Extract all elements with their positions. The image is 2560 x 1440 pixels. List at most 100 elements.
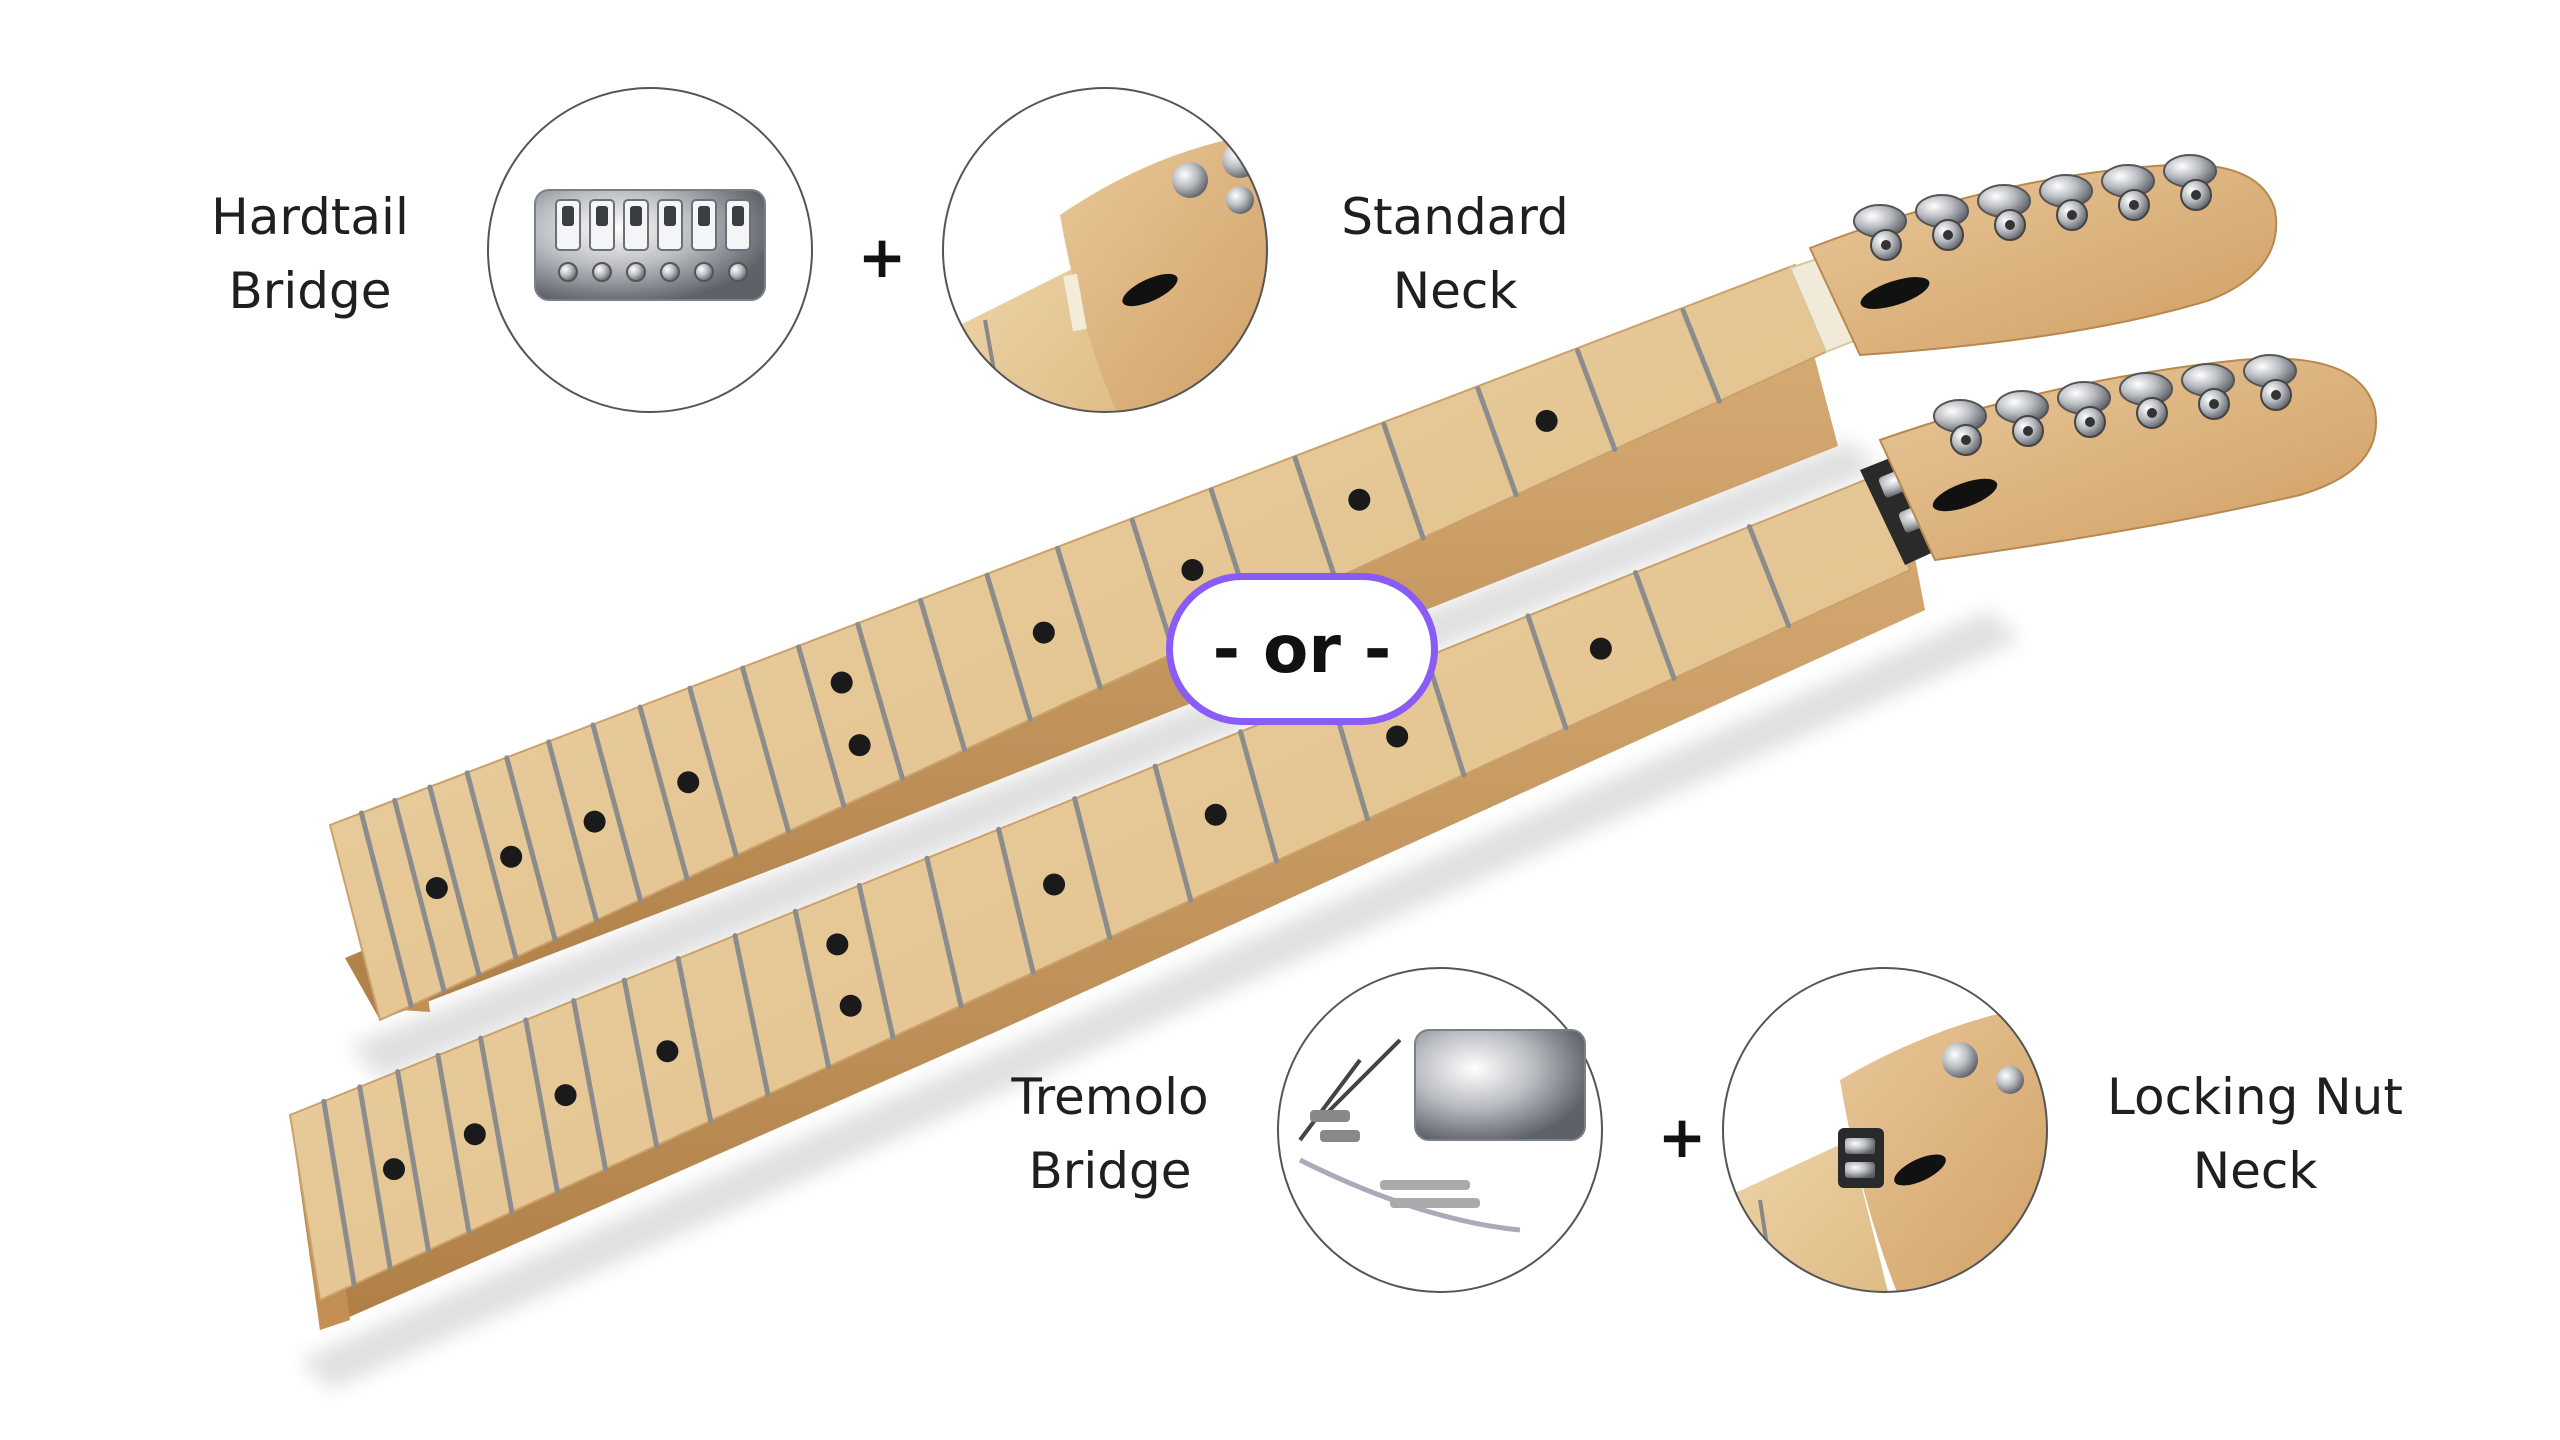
locking-nut-neck <box>288 354 2378 1330</box>
fret-wire <box>1381 421 1426 541</box>
hardtail-bridge-label-line1: Hardtail <box>211 188 409 246</box>
fret-wire <box>1575 348 1618 452</box>
fret-wire <box>1237 729 1280 864</box>
fret-wire <box>546 739 599 923</box>
fret-wire <box>621 977 660 1149</box>
fret-marker-dot <box>1535 409 1558 432</box>
fret-wire <box>504 755 558 942</box>
fret-wire <box>395 1069 431 1253</box>
fret-wire <box>435 1052 472 1235</box>
hardtail-bridge-label: Hardtail Bridge <box>180 180 440 328</box>
tremolo-screws <box>1310 1110 1480 1208</box>
standard-neck-circle <box>942 87 1268 413</box>
fret-wire <box>918 597 968 753</box>
saddle-screw <box>694 262 714 282</box>
locking-nut-neck-circle <box>1722 967 2048 1293</box>
saddle-slot <box>698 206 710 226</box>
fret-wire <box>427 784 482 977</box>
fret-wire <box>590 722 643 903</box>
fret-marker-dot <box>830 671 853 694</box>
fret-wire <box>924 855 964 1009</box>
tuner-post-hole <box>2191 190 2201 200</box>
plus-sign-bottom: + <box>1657 1103 1707 1171</box>
fret-marker-dot <box>554 1084 577 1107</box>
tuners <box>1933 354 2297 456</box>
saddle-slot <box>596 206 608 226</box>
fret-wire <box>1055 545 1103 690</box>
fret-marker-dot <box>826 933 849 956</box>
fret-marker-dot <box>1181 558 1204 581</box>
tuner-post-hole <box>2271 390 2281 400</box>
fret-marker-dot <box>1043 873 1066 896</box>
tremolo-bridge-label: Tremolo Bridge <box>980 1060 1240 1208</box>
fret-marker-dot <box>583 810 606 833</box>
saddle-slot <box>664 206 676 226</box>
or-separator-text: - or - <box>1212 610 1392 688</box>
locking-nut-neck-label-line1: Locking Nut <box>2107 1068 2403 1126</box>
fret-markers <box>425 409 1558 900</box>
tuner-post-hole <box>2067 210 2077 220</box>
saddle-slot <box>732 206 744 226</box>
locking-nut-neck-label-line2: Neck <box>2192 1142 2318 1200</box>
saddle-slot <box>562 206 574 226</box>
fret-wire <box>855 621 905 782</box>
truss-rod-access <box>1860 277 1930 309</box>
fret-wire <box>392 797 447 993</box>
fret-wire <box>740 665 791 834</box>
tuner-post-hole <box>2147 408 2157 418</box>
tuner-post-hole <box>2023 426 2033 436</box>
fret-wire <box>571 998 608 1172</box>
fret-marker-dot <box>656 1040 679 1063</box>
fret-wire <box>1475 386 1519 498</box>
fret-marker-dot <box>848 734 871 757</box>
fret-wire <box>687 685 739 858</box>
fret-wire <box>984 572 1033 722</box>
fret-wire <box>792 908 832 1070</box>
tuner-post-hole <box>2209 399 2219 409</box>
fret-wire <box>464 770 519 960</box>
tremolo-bridge-label-line1: Tremolo <box>1011 1068 1209 1126</box>
saddle-screw <box>558 262 578 282</box>
fret-marker-dot <box>677 771 700 794</box>
standard-neck-label-line1: Standard <box>1341 188 1569 246</box>
fret-wire <box>732 933 771 1097</box>
fret-marker-dot <box>463 1123 486 1146</box>
plus-sign-top: + <box>857 223 907 291</box>
bridge-saddles <box>555 199 751 282</box>
neck-shadow-bottom <box>300 610 2020 1390</box>
fret-marker-dot <box>1386 725 1409 748</box>
tuners <box>1853 154 2217 261</box>
fret-wire <box>321 1098 357 1287</box>
saddle-screw <box>626 262 646 282</box>
truss-rod-access <box>1932 478 1998 512</box>
fret-marker-dot <box>1348 488 1371 511</box>
fret-marker-dot <box>1032 621 1055 644</box>
fret-wire <box>478 1035 515 1215</box>
fret-wire <box>1525 613 1569 731</box>
fret-wire <box>1072 796 1113 940</box>
tuner-post-hole <box>2005 220 2015 230</box>
fret-wire <box>856 882 896 1040</box>
tremolo-bridge-label-line2: Bridge <box>1028 1142 1192 1200</box>
neck-shadow-top <box>350 440 1880 1080</box>
tremolo-bridge-circle <box>1277 967 1603 1293</box>
fret-wire <box>1292 455 1338 582</box>
hardtail-bridge-circle <box>487 87 813 413</box>
fret-wire <box>1746 524 1792 629</box>
saddle-screw <box>592 262 612 282</box>
tuner-post-hole <box>1943 230 1953 240</box>
tremolo-bridge-image <box>1414 1029 1586 1141</box>
fret-marker-dot <box>500 845 523 868</box>
fret-wire <box>637 704 690 881</box>
standard-neck-label: Standard Neck <box>1310 180 1600 328</box>
fret-markers <box>382 637 1612 1181</box>
fret-marker-dot <box>1204 803 1227 826</box>
fret-wire <box>675 956 714 1124</box>
saddle-screw <box>728 262 748 282</box>
fret-wire <box>358 810 414 1009</box>
standard-neck-label-line2: Neck <box>1392 262 1518 320</box>
saddle-slot <box>630 206 642 226</box>
fret-wire <box>1633 570 1677 681</box>
fret-marker-dot <box>1589 637 1612 660</box>
